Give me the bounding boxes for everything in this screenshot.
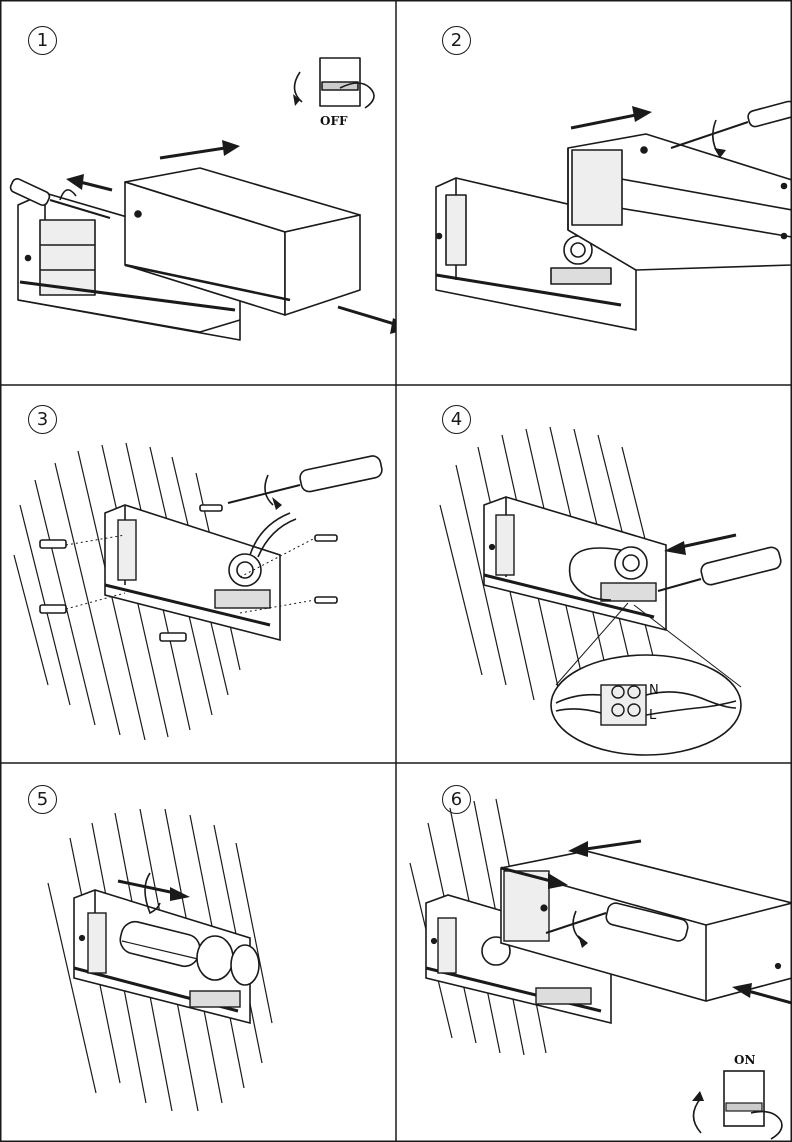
step-5-panel: 5 bbox=[0, 763, 396, 1142]
switch-off-label: OFF bbox=[320, 114, 348, 128]
step-1-panel: 1 bbox=[0, 0, 396, 385]
switch-on-label: ON bbox=[734, 1053, 756, 1067]
step-2-illustration bbox=[435, 100, 792, 331]
step-5-illustration bbox=[47, 808, 273, 1112]
step-4-panel: 4 bbox=[396, 385, 792, 763]
step-4-illustration bbox=[439, 426, 782, 756]
terminal-l-label: L bbox=[649, 708, 657, 723]
step-6-panel: 6 bbox=[396, 763, 792, 1142]
step-3-illustration bbox=[13, 442, 383, 741]
step-3-panel: 3 bbox=[0, 385, 396, 763]
step-6-illustration bbox=[409, 798, 792, 1140]
step-2-panel: 2 bbox=[396, 0, 792, 385]
step-1-illustration bbox=[9, 57, 396, 341]
terminal-n-label: N bbox=[649, 683, 659, 698]
